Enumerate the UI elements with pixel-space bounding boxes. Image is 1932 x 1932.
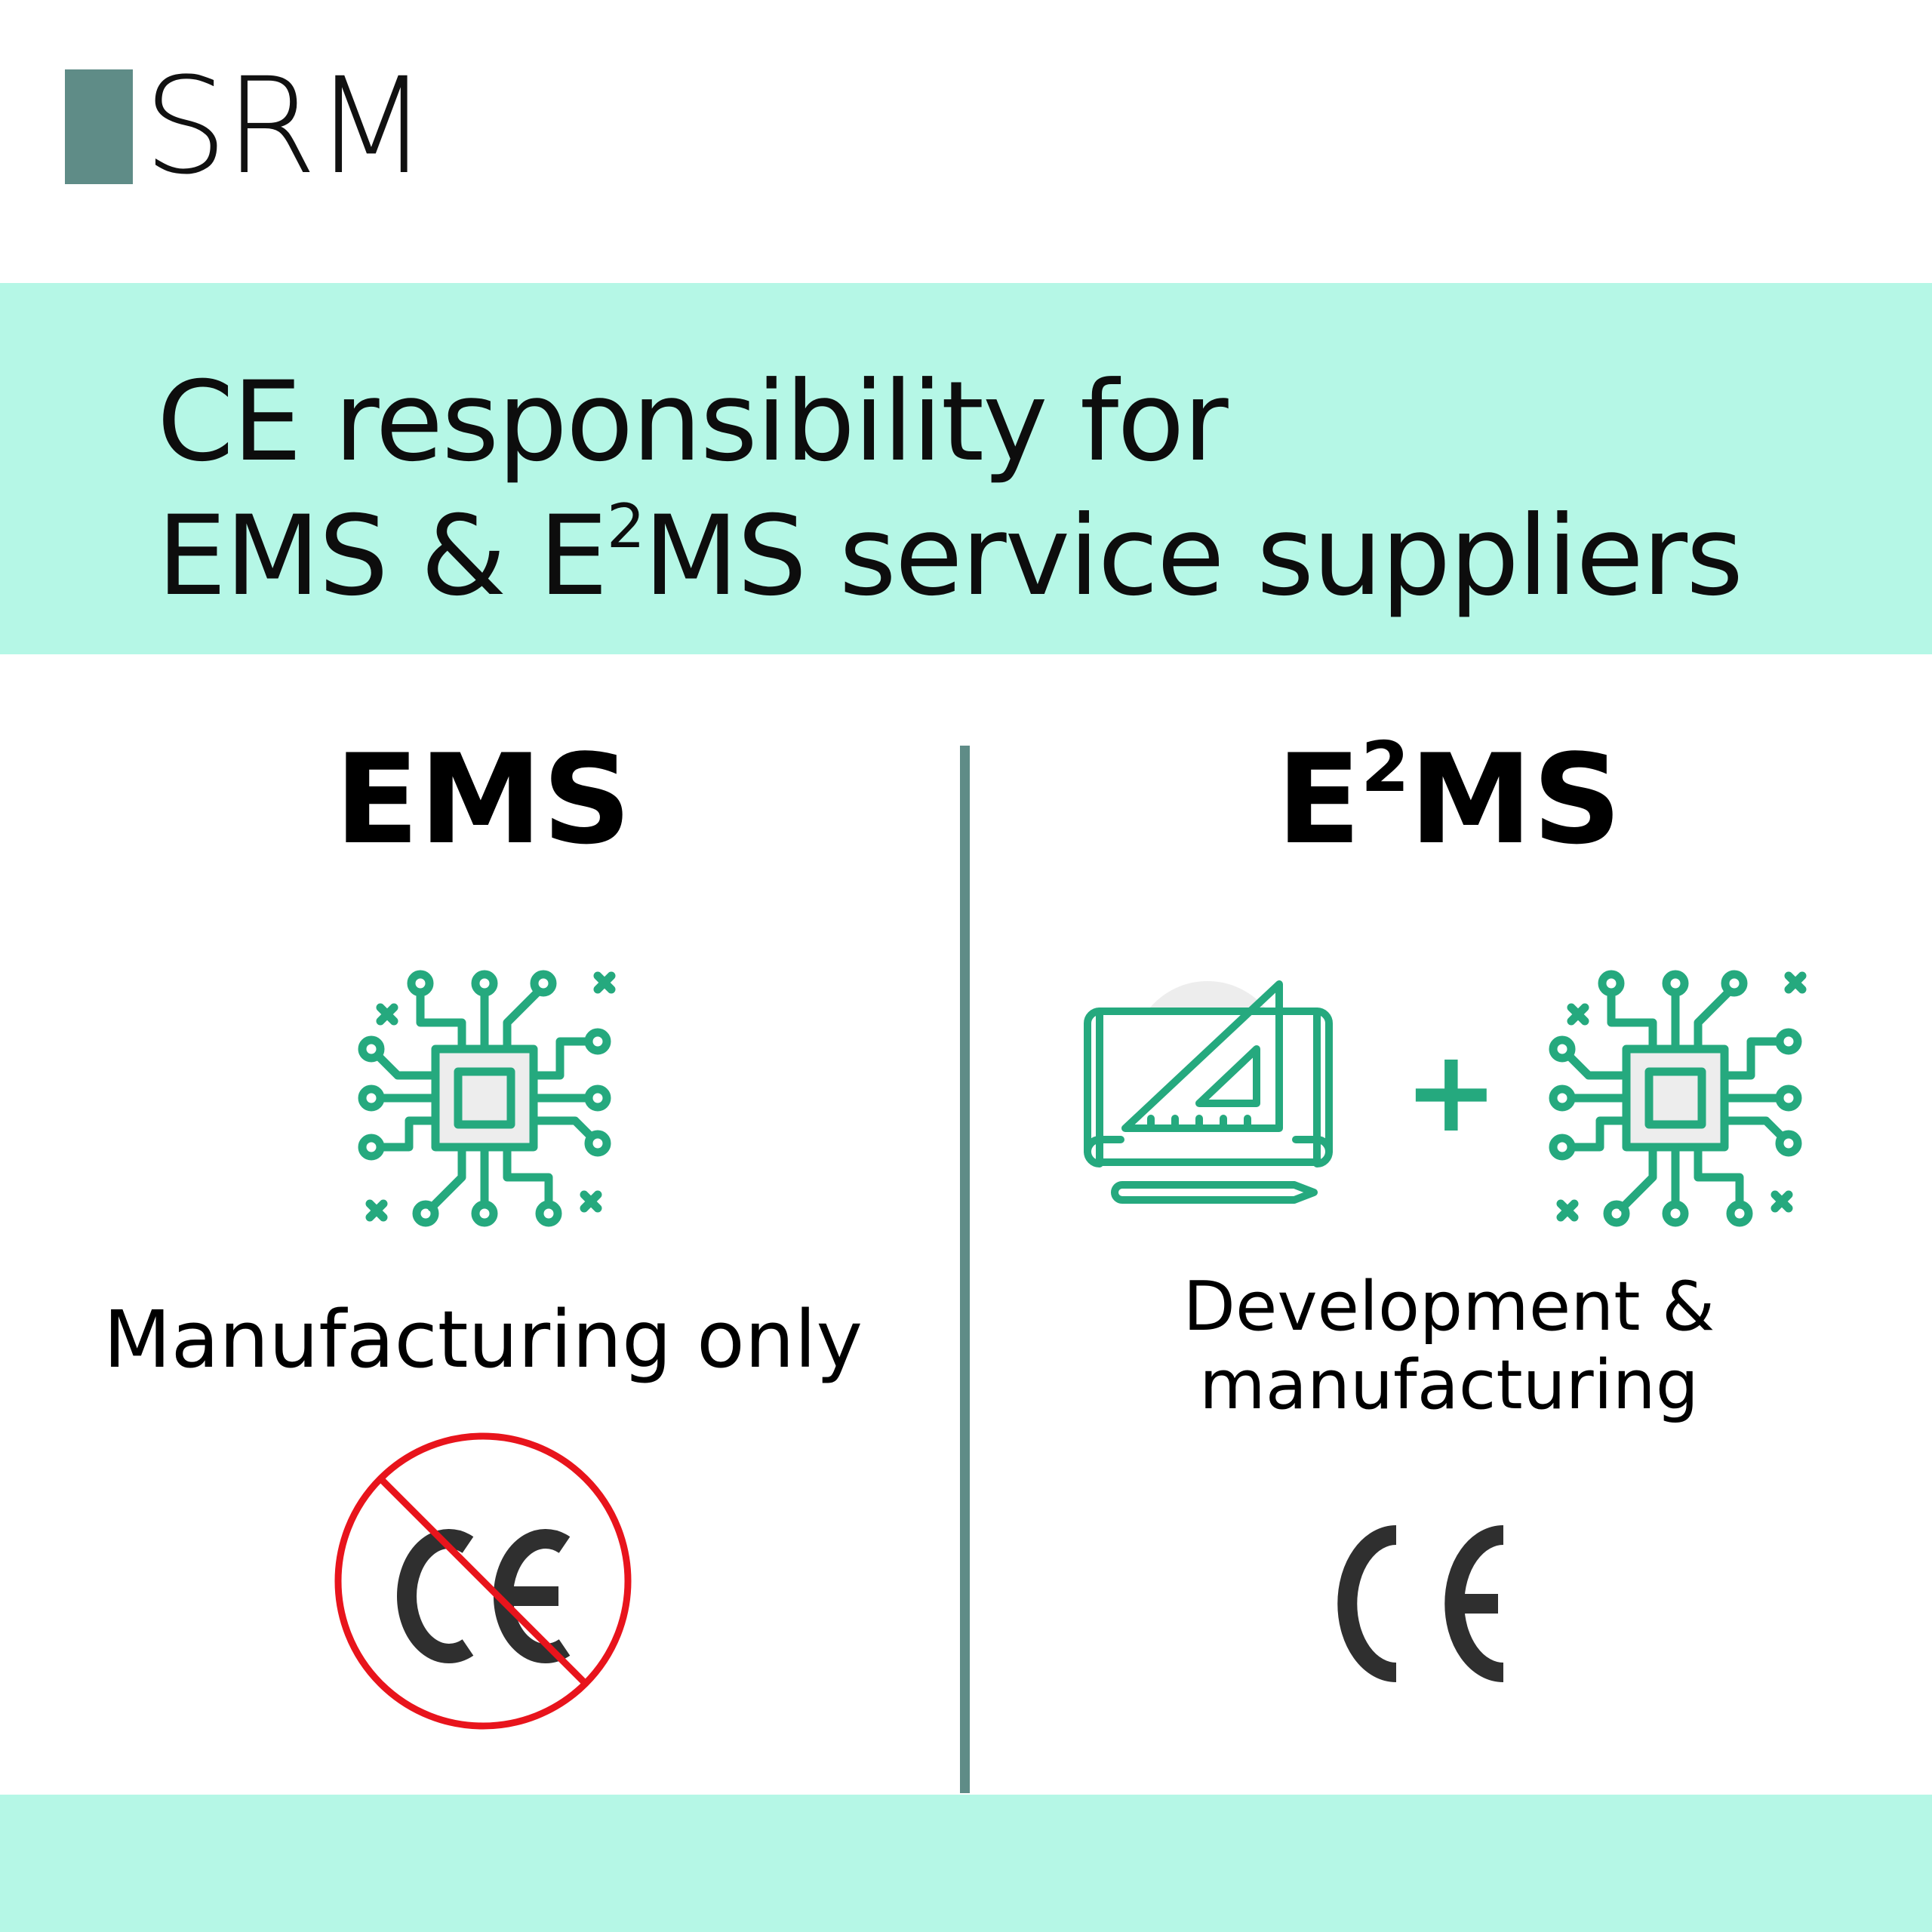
e2ms-caption-line-2: manufacturing xyxy=(1199,1346,1699,1425)
title-line-2-suffix: MS service suppliers xyxy=(643,492,1743,620)
footer-band xyxy=(0,1795,1932,1932)
e2ms-heading-suffix: MS xyxy=(1409,728,1622,872)
title-line-2: EMS & E2MS service suppliers xyxy=(157,489,1743,623)
crossed-out-ce-mark-icon xyxy=(334,1432,632,1730)
logo-text: SRM xyxy=(143,49,429,204)
page-title: CE responsibility for EMS & E2MS service… xyxy=(157,355,1743,623)
e2ms-heading: E2MS xyxy=(966,724,1932,875)
circuit-chip-icon xyxy=(1549,970,1807,1227)
ce-mark-icon xyxy=(1337,1525,1504,1682)
prohibition-circle xyxy=(334,1432,632,1730)
title-band: CE responsibility for EMS & E2MS service… xyxy=(0,283,1932,654)
blueprint-icon xyxy=(1084,980,1333,1204)
e2ms-caption: Development & manufacturing xyxy=(966,1268,1932,1425)
prohibition-slash xyxy=(377,1475,589,1687)
column-divider xyxy=(960,746,970,1793)
title-line-1: CE responsibility for xyxy=(157,358,1229,486)
ems-caption: Manufacturing only xyxy=(103,1294,863,1386)
e2ms-caption-line-1: Development & xyxy=(1183,1267,1715,1346)
ems-heading: EMS xyxy=(334,728,632,872)
title-line-2-superscript: 2 xyxy=(606,491,645,561)
srm-logo: SRM xyxy=(65,49,429,204)
e2ms-heading-prefix: E xyxy=(1276,728,1361,872)
circuit-chip-icon xyxy=(358,970,616,1227)
logo-block xyxy=(65,69,133,184)
e2ms-heading-superscript: 2 xyxy=(1361,727,1410,808)
plus-icon: + xyxy=(1404,1026,1499,1158)
title-line-2-prefix: EMS & E xyxy=(157,492,608,620)
